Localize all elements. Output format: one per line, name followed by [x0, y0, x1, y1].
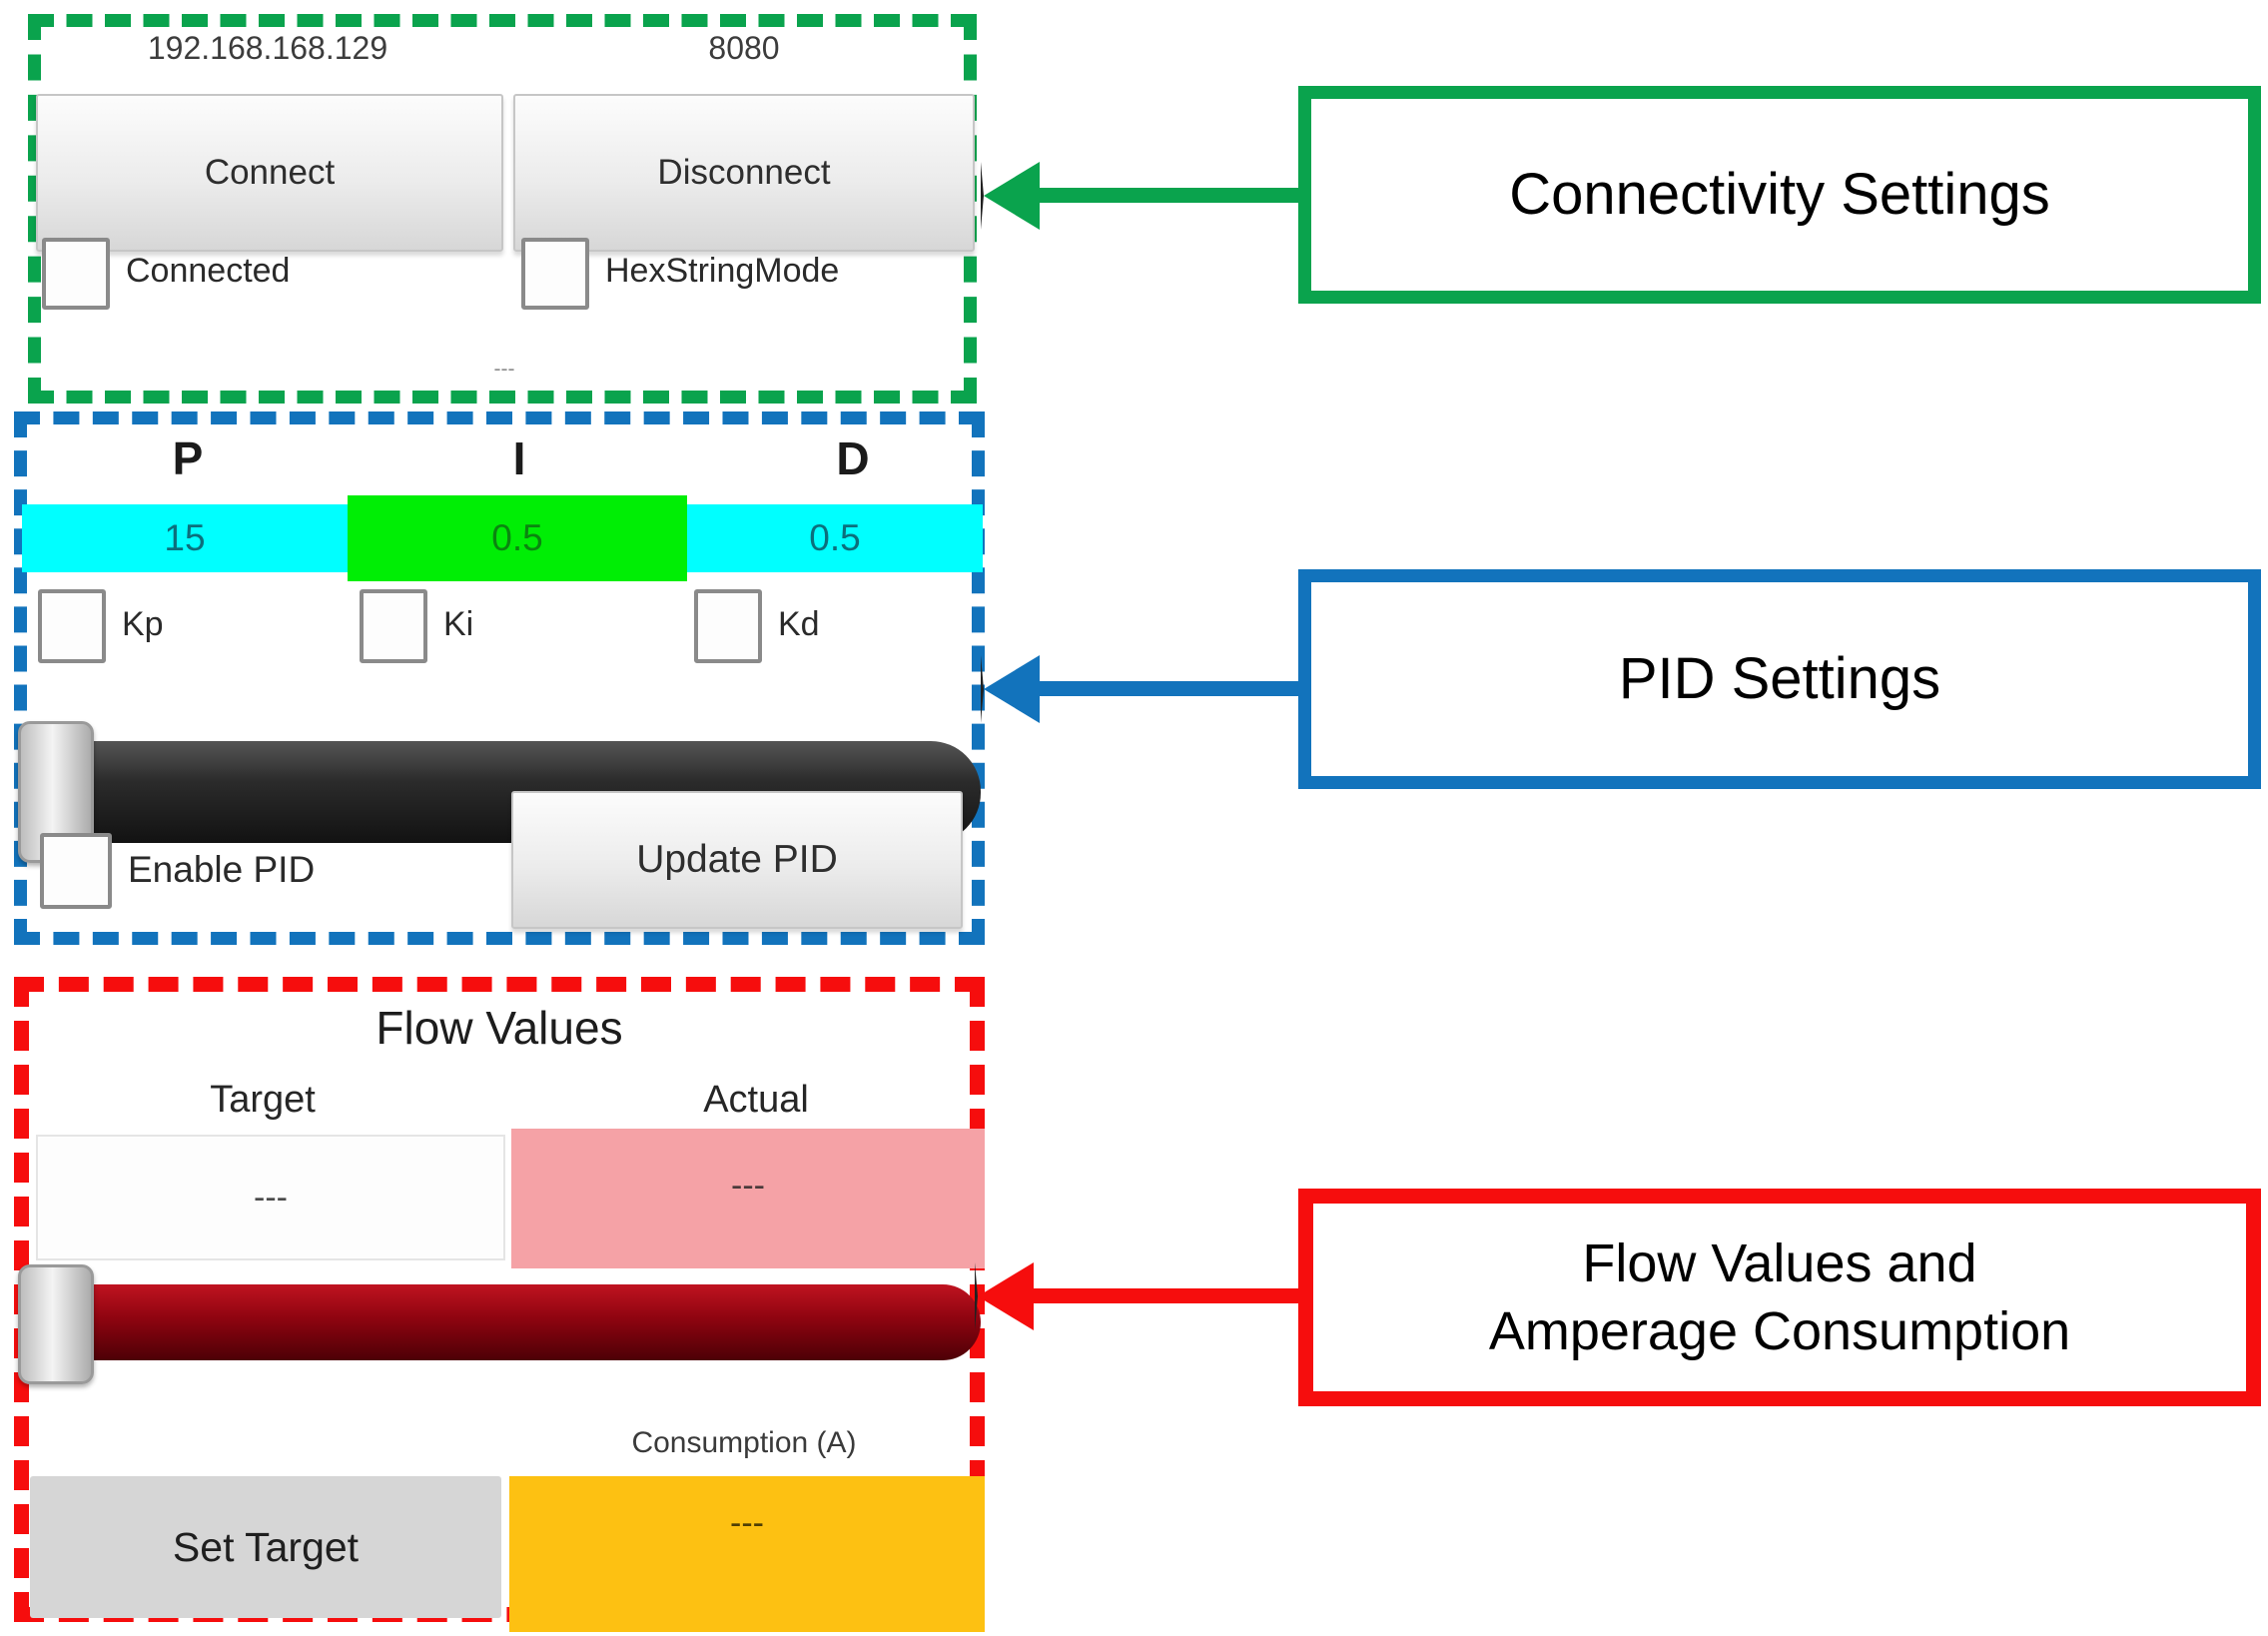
flow-slider-track[interactable]	[30, 1284, 981, 1360]
flow-arrow-head	[975, 1262, 1034, 1330]
enable-pid-checkbox[interactable]	[40, 833, 112, 909]
kd-checkbox[interactable]	[694, 589, 762, 663]
hexstringmode-checkbox[interactable]	[521, 238, 589, 310]
pid-arrow-line	[1033, 681, 1300, 696]
port-field[interactable]: 8080	[708, 30, 780, 66]
kp-checkbox[interactable]	[38, 589, 106, 663]
flow-slider-thumb[interactable]	[18, 1264, 94, 1384]
actual-header: Actual	[703, 1079, 809, 1121]
kd-checkbox-label: Kd	[778, 605, 820, 643]
enable-pid-checkbox-label: Enable PID	[128, 849, 316, 890]
flow-callout-label: Flow Values and Amperage Consumption	[1489, 1229, 2070, 1365]
pid-callout-label: PID Settings	[1618, 646, 1941, 711]
pid-callout-box: PID Settings	[1298, 569, 2261, 789]
connectivity-arrow-head	[981, 162, 1040, 230]
target-header: Target	[210, 1079, 316, 1121]
flow-values-title: Flow Values	[376, 1002, 623, 1054]
flow-callout-box: Flow Values and Amperage Consumption	[1298, 1189, 2261, 1406]
set-target-button[interactable]: Set Target	[30, 1476, 501, 1618]
connect-button[interactable]: Connect	[36, 94, 503, 252]
ip-address-field[interactable]: 192.168.168.129	[147, 30, 388, 66]
ki-checkbox-label: Ki	[443, 605, 474, 643]
pid-header-i: I	[512, 432, 526, 484]
actual-flow-value-cell: ---	[511, 1129, 985, 1268]
update-pid-button[interactable]: Update PID	[511, 791, 963, 929]
flow-arrow-line	[1027, 1288, 1300, 1303]
connection-status-placeholder: ---	[493, 358, 515, 381]
connected-checkbox-label: Connected	[126, 252, 291, 290]
connected-checkbox[interactable]	[42, 238, 110, 310]
consumption-value-cell: ---	[509, 1476, 985, 1632]
pid-p-value-field[interactable]: 15	[22, 504, 348, 572]
kp-checkbox-label: Kp	[122, 605, 164, 643]
flow-callout-line1: Flow Values and	[1582, 1233, 1977, 1293]
ki-checkbox[interactable]	[360, 589, 427, 663]
pid-arrow-head	[981, 655, 1040, 723]
pid-header-p: P	[172, 432, 204, 484]
connectivity-arrow-line	[1033, 188, 1300, 203]
hexstringmode-checkbox-label: HexStringMode	[605, 252, 840, 290]
pid-d-value-field[interactable]: 0.5	[687, 504, 983, 572]
disconnect-button[interactable]: Disconnect	[513, 94, 975, 252]
connectivity-callout-box: Connectivity Settings	[1298, 86, 2261, 304]
target-flow-value-field[interactable]: ---	[36, 1135, 505, 1260]
pid-i-value-field[interactable]: 0.5	[348, 495, 687, 581]
flow-callout-line2: Amperage Consumption	[1488, 1301, 2071, 1361]
connectivity-callout-label: Connectivity Settings	[1509, 162, 2050, 227]
consumption-label: Consumption (A)	[631, 1426, 857, 1459]
pid-header-d: D	[836, 432, 870, 484]
